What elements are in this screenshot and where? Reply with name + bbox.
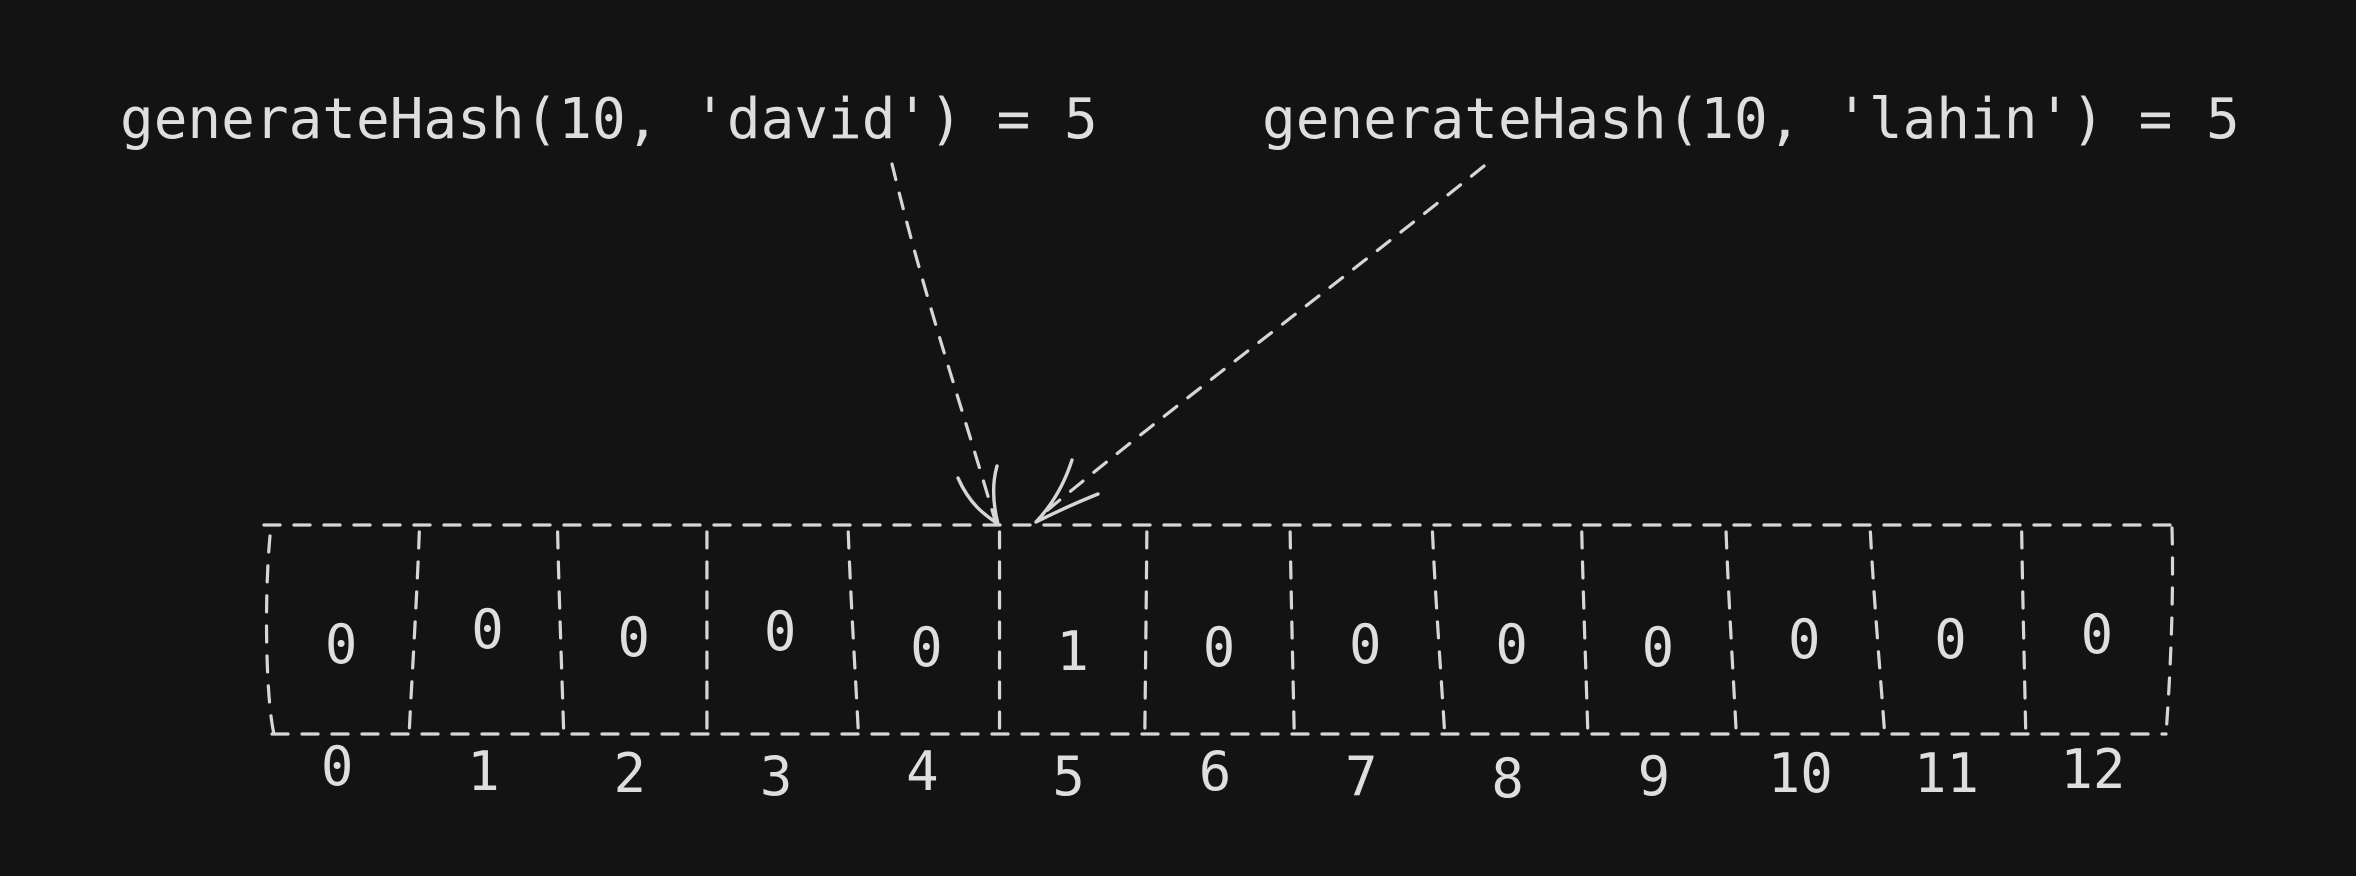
annotation-david: generateHash(10, 'david') = 5 [120, 87, 1098, 152]
cell-divider [846, 530, 860, 732]
bit-value-4: 0 [910, 616, 943, 679]
bit-value-3: 0 [764, 600, 797, 663]
index-label-6: 6 [1199, 740, 1232, 803]
arrow-david-shaft [890, 162, 997, 522]
index-label-8: 8 [1491, 747, 1524, 810]
index-label-4: 4 [906, 740, 939, 803]
cell-divider [1288, 530, 1296, 732]
index-label-1: 1 [467, 740, 500, 803]
bit-value-7: 0 [1349, 613, 1382, 676]
cell-divider [407, 530, 421, 732]
index-label-9: 9 [1638, 745, 1671, 808]
cell-divider [1868, 530, 1886, 732]
index-label-10: 10 [1768, 742, 1833, 805]
bit-value-12: 0 [2081, 603, 2114, 666]
cell-divider [1143, 530, 1149, 732]
bit-value-10: 0 [1788, 608, 1821, 671]
index-label-7: 7 [1345, 745, 1378, 808]
cell-dividers [407, 530, 2028, 732]
index-label-11: 11 [1914, 742, 1979, 805]
bit-value-9: 0 [1642, 616, 1675, 679]
cell-divider [1724, 530, 1738, 732]
index-label-2: 2 [614, 742, 647, 805]
bit-array-right-border [2164, 526, 2175, 736]
cell-divider [1430, 530, 1447, 732]
bit-value-1: 0 [471, 598, 504, 661]
bit-value-0: 0 [325, 613, 358, 676]
annotation-lahin: generateHash(10, 'lahin') = 5 [1262, 87, 2240, 152]
arrow-david [890, 162, 1000, 526]
bit-value-8: 0 [1495, 613, 1528, 676]
index-label-3: 3 [760, 745, 793, 808]
bit-value-5: 1 [1056, 620, 1089, 683]
bit-value-11: 0 [1934, 608, 1967, 671]
bit-value-6: 0 [1203, 616, 1236, 679]
cell-divider [2020, 530, 2028, 732]
cell-divider [556, 530, 566, 732]
index-label-5: 5 [1052, 745, 1085, 808]
arrow-lahin-head [1034, 458, 1100, 524]
bit-value-2: 0 [618, 606, 651, 669]
arrow-lahin [1034, 164, 1486, 524]
bit-array-left-border [264, 534, 276, 736]
bit-values: 0 0 0 0 0 1 0 0 0 0 0 0 0 [325, 598, 2113, 683]
index-label-12: 12 [2060, 738, 2125, 801]
arrow-lahin-shaft [1036, 164, 1486, 520]
cell-divider [1580, 530, 1590, 732]
index-label-0: 0 [321, 735, 354, 798]
